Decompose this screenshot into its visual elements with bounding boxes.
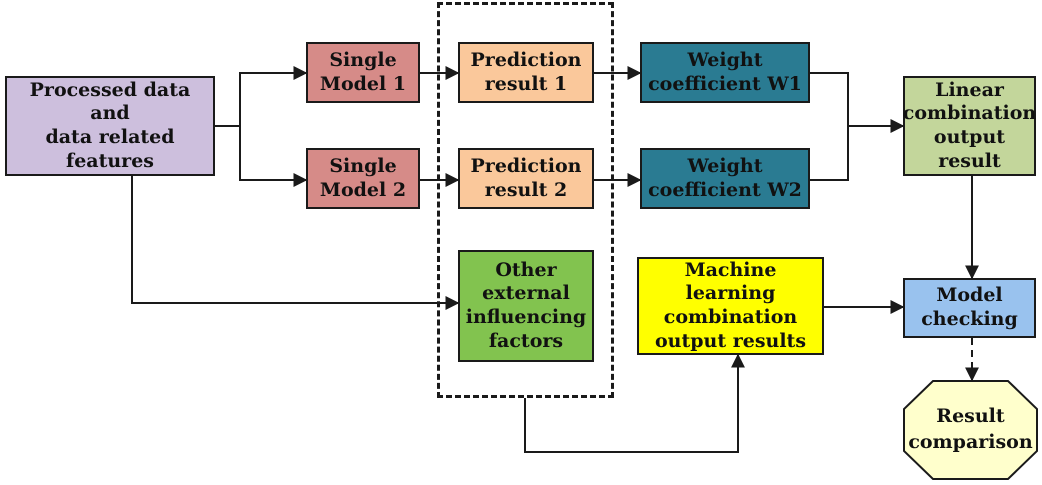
octagon-shape [903, 380, 1038, 480]
line-w1-to-merge [810, 72, 849, 181]
prediction-group-frame [437, 2, 614, 398]
ml-combination-box: Machine learning combination output resu… [637, 257, 824, 355]
weight-w1-box: Weight coefficient W1 [640, 42, 810, 103]
single-model-2-box: Single Model 2 [306, 148, 420, 209]
prediction-result-1-box: Prediction result 1 [458, 42, 594, 103]
arrow-input-to-model1 [215, 66, 308, 127]
input-data-box: Processed data and data related features [5, 76, 215, 176]
result-comparison-octagon: Result comparison [903, 380, 1038, 480]
other-factors-box: Other external influencing factors [458, 250, 594, 362]
model-checking-box: Model checking [903, 278, 1036, 338]
linear-combination-box: Linear combination output result [903, 76, 1036, 176]
result-comparison-label: Result comparison [908, 405, 1033, 453]
single-model-1-box: Single Model 1 [306, 42, 420, 103]
arrow-input-to-model2 [239, 126, 308, 187]
prediction-result-2-box: Prediction result 2 [458, 148, 594, 209]
arrow-input-to-other [131, 176, 460, 310]
arrow-frame-to-ml [524, 353, 745, 453]
weight-w2-box: Weight coefficient W2 [640, 148, 810, 209]
